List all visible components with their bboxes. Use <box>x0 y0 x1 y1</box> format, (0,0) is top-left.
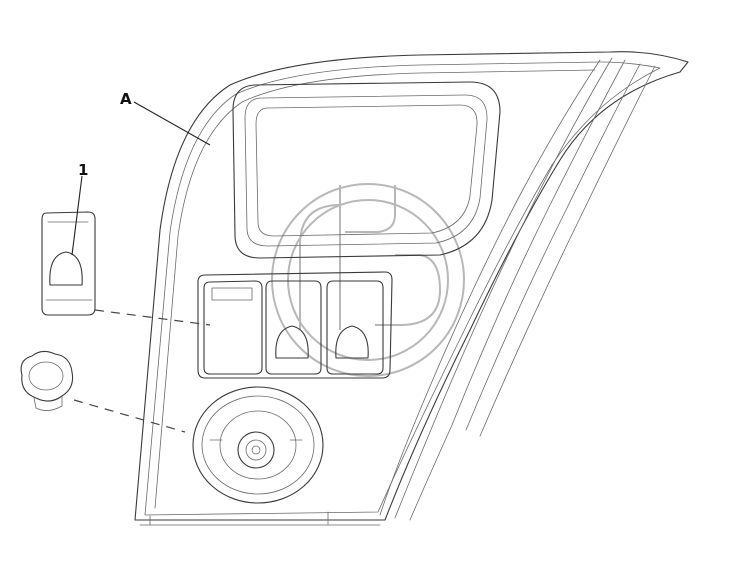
door-trim-panel <box>134 51 689 526</box>
leader-lines <box>71 101 211 256</box>
callout-label-1: 1 <box>78 161 88 179</box>
mirror-adjust-knob <box>20 350 74 411</box>
window-switch <box>41 211 96 316</box>
mirror-control-bezel <box>192 386 324 504</box>
switch-bezel <box>197 271 393 379</box>
grab-handle-opening <box>232 81 501 259</box>
callout-label-a: A <box>120 90 132 108</box>
assembly-guide-lines <box>73 309 211 433</box>
watermark-logo <box>271 183 465 377</box>
